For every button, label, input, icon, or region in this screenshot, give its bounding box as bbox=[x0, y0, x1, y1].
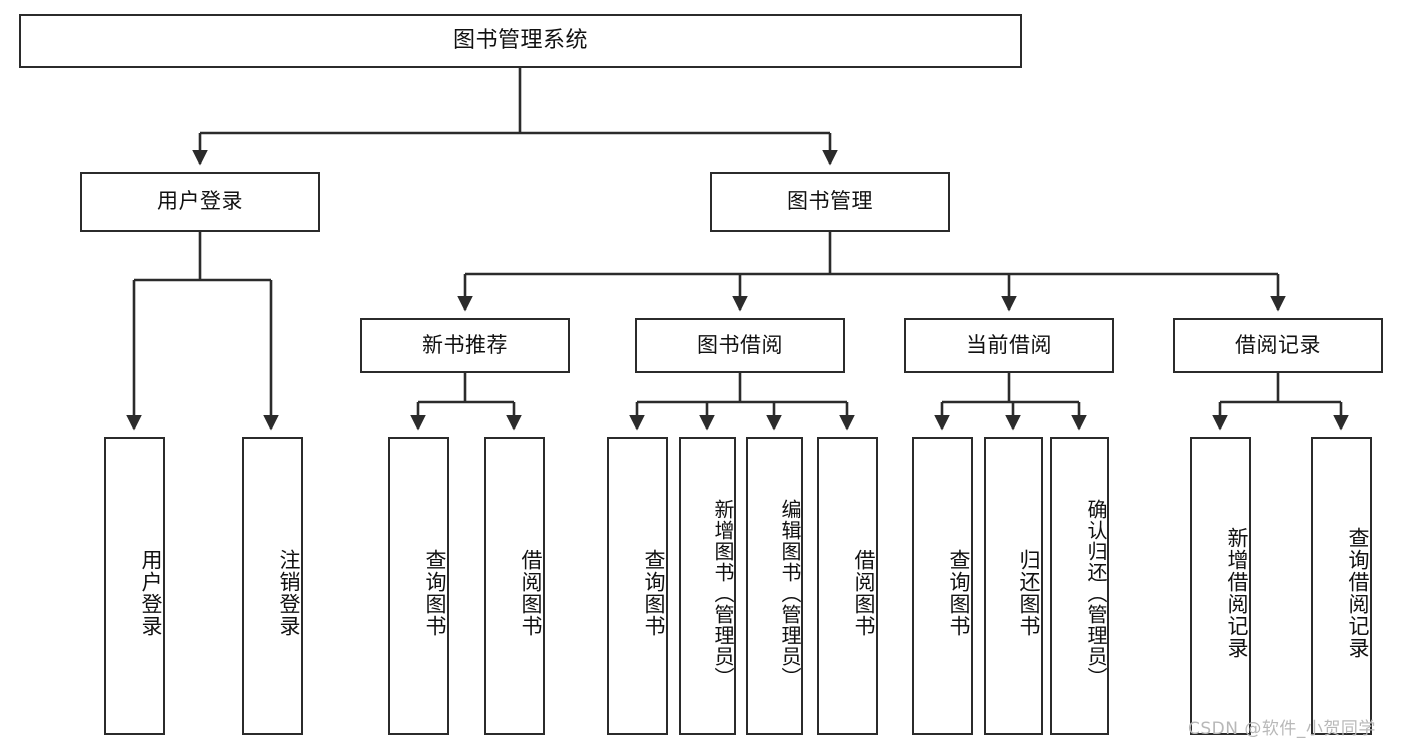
node-book-management[interactable]: 图书管理 bbox=[710, 172, 950, 232]
leaf-current-borrow-query-label: 查询图书 bbox=[947, 549, 971, 637]
node-borrow-record[interactable]: 借阅记录 bbox=[1173, 318, 1383, 373]
node-new-book-recommend[interactable]: 新书推荐 bbox=[360, 318, 570, 373]
leaf-borrow-record-query[interactable]: 查询借阅记录 bbox=[1311, 437, 1372, 735]
leaf-new-book-query-label: 查询图书 bbox=[423, 549, 447, 637]
node-book-borrow-label: 图书借阅 bbox=[697, 332, 783, 357]
node-user-login[interactable]: 用户登录 bbox=[80, 172, 320, 232]
leaf-book-borrow-add-label: 新增图书（管理员） bbox=[711, 498, 735, 688]
leaf-book-borrow-edit-label: 编辑图书（管理员） bbox=[778, 498, 802, 688]
leaf-book-borrow-borrow-label: 借阅图书 bbox=[852, 549, 876, 637]
leaf-new-book-borrow-label: 借阅图书 bbox=[519, 549, 543, 637]
leaf-user-login-logout[interactable]: 注销登录 bbox=[242, 437, 303, 735]
leaf-current-borrow-confirm[interactable]: 确认归还（管理员） bbox=[1050, 437, 1109, 735]
leaf-user-login-login-label: 用户登录 bbox=[139, 549, 163, 637]
leaf-borrow-record-add-label: 新增借阅记录 bbox=[1225, 527, 1249, 659]
leaf-book-borrow-query-label: 查询图书 bbox=[642, 549, 666, 637]
node-user-login-label: 用户登录 bbox=[157, 189, 243, 214]
node-new-book-recommend-label: 新书推荐 bbox=[422, 332, 508, 357]
node-current-borrow-label: 当前借阅 bbox=[966, 332, 1052, 357]
leaf-current-borrow-query[interactable]: 查询图书 bbox=[912, 437, 973, 735]
node-book-management-label: 图书管理 bbox=[787, 189, 873, 214]
node-borrow-record-label: 借阅记录 bbox=[1235, 332, 1321, 357]
leaf-current-borrow-confirm-label: 确认归还（管理员） bbox=[1084, 498, 1108, 688]
leaf-new-book-query[interactable]: 查询图书 bbox=[388, 437, 449, 735]
leaf-borrow-record-query-label: 查询借阅记录 bbox=[1346, 527, 1370, 659]
leaf-book-borrow-add[interactable]: 新增图书（管理员） bbox=[679, 437, 736, 735]
csdn-watermark: CSDN @软件_小贺同学 bbox=[1188, 719, 1376, 739]
leaf-book-borrow-edit[interactable]: 编辑图书（管理员） bbox=[746, 437, 803, 735]
node-book-borrow[interactable]: 图书借阅 bbox=[635, 318, 845, 373]
node-current-borrow[interactable]: 当前借阅 bbox=[904, 318, 1114, 373]
leaf-book-borrow-borrow[interactable]: 借阅图书 bbox=[817, 437, 878, 735]
node-root-label: 图书管理系统 bbox=[452, 27, 588, 53]
leaf-new-book-borrow[interactable]: 借阅图书 bbox=[484, 437, 545, 735]
leaf-current-borrow-return-label: 归还图书 bbox=[1017, 549, 1041, 637]
leaf-user-login-login[interactable]: 用户登录 bbox=[104, 437, 165, 735]
leaf-current-borrow-return[interactable]: 归还图书 bbox=[984, 437, 1043, 735]
leaf-borrow-record-add[interactable]: 新增借阅记录 bbox=[1190, 437, 1251, 735]
leaf-user-login-logout-label: 注销登录 bbox=[277, 549, 301, 637]
leaf-book-borrow-query[interactable]: 查询图书 bbox=[607, 437, 668, 735]
node-root-system[interactable]: 图书管理系统 bbox=[19, 14, 1022, 68]
